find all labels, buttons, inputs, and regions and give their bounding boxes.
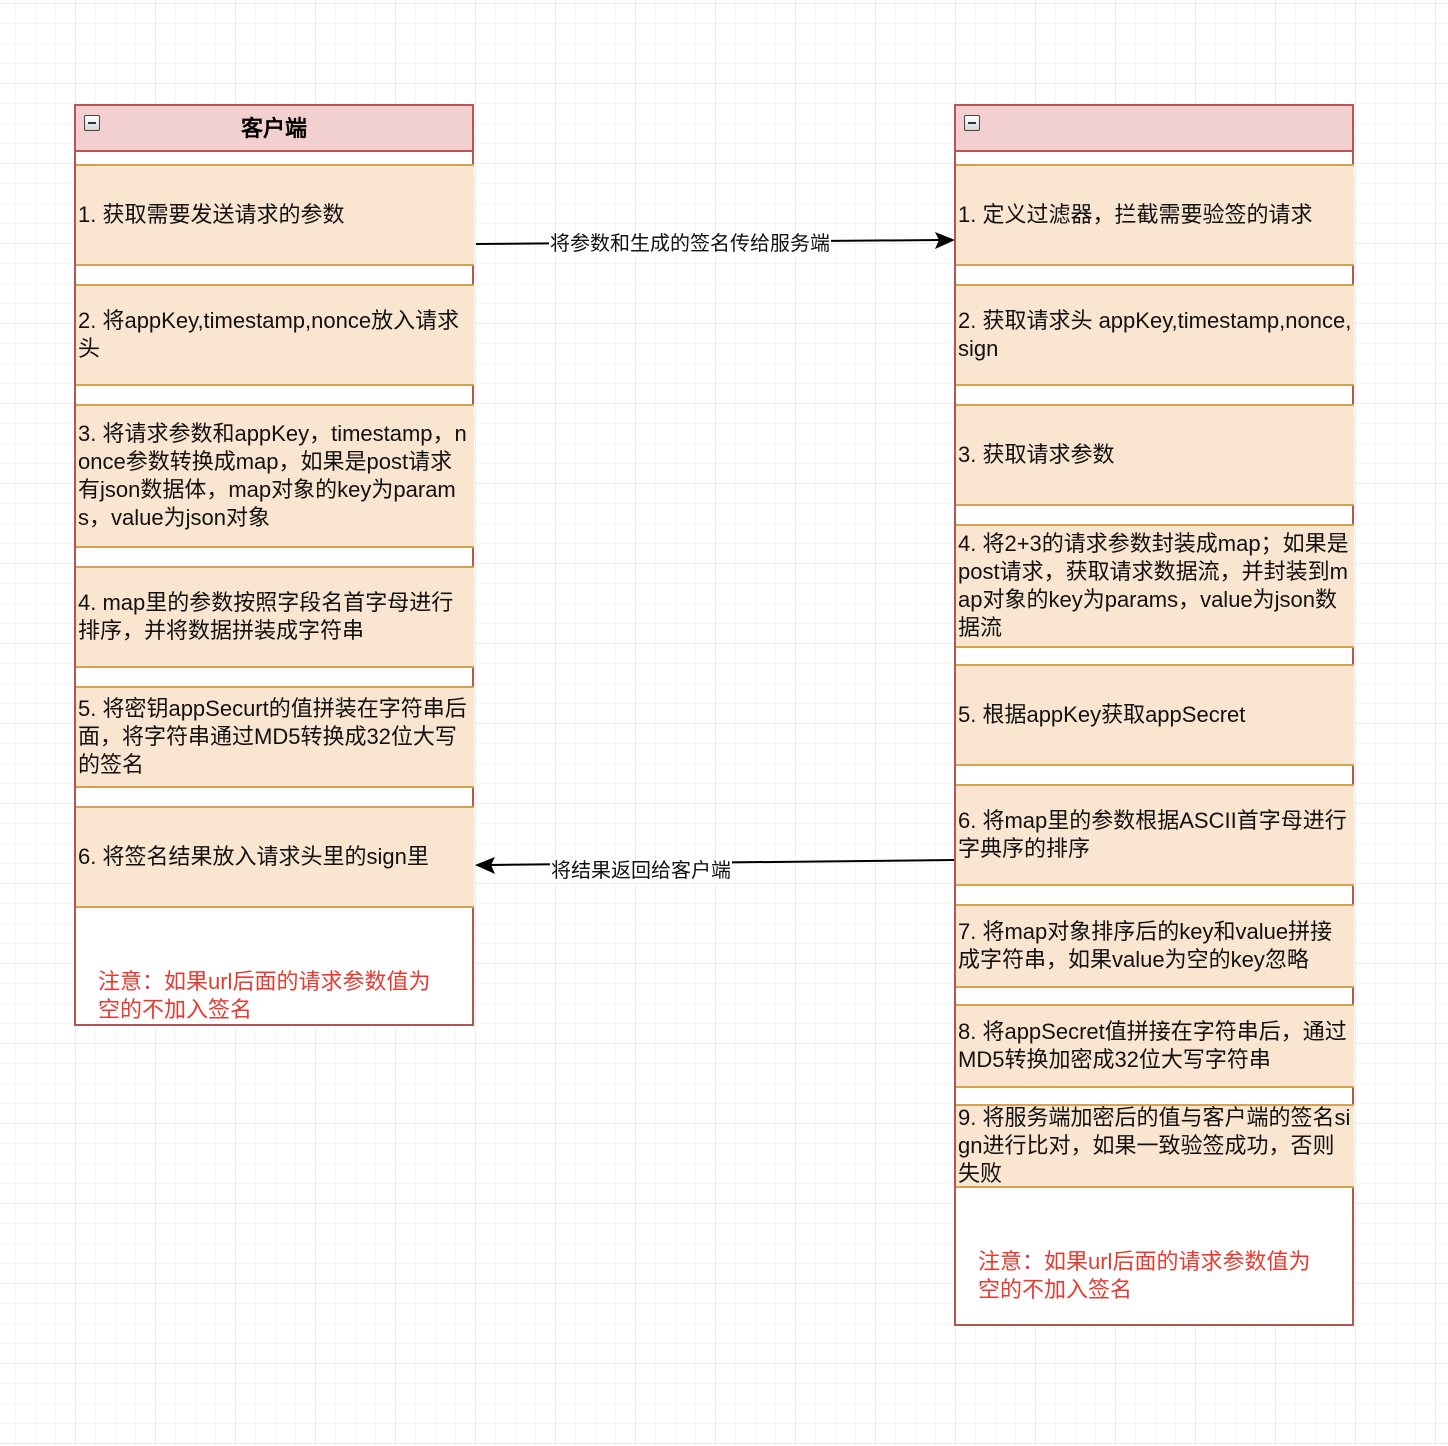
server-step-4-text: 4. 将2+3的请求参数封装成map；如果是post请求，获取请求数据流，并封装… [958, 531, 1349, 640]
server-step-9: 9. 将服务端加密后的值与客户端的签名sign进行比对，如果一致验签成功，否则失… [956, 1104, 1354, 1188]
client-step-1-text: 1. 获取需要发送请求的参数 [78, 202, 345, 227]
server-step-8-text: 8. 将appSecret值拼接在字符串后，通过MD5转换加密成32位大写字符串 [958, 1019, 1347, 1072]
server-step-7: 7. 将map对象排序后的key和value拼接成字符串，如果value为空的k… [956, 904, 1354, 988]
server-note: 注意：如果url后面的请求参数值为空的不加入签名 [978, 1249, 1311, 1302]
server-step-6: 6. 将map里的参数根据ASCII首字母进行字典序的排序 [956, 784, 1354, 886]
server-step-1-text: 1. 定义过滤器，拦截需要验签的请求 [958, 202, 1313, 227]
server-step-3: 3. 获取请求参数 [956, 404, 1354, 506]
server-lane-header [956, 106, 1352, 152]
client-step-6-text: 6. 将签名结果放入请求头里的sign里 [78, 844, 429, 869]
server-step-6-text: 6. 将map里的参数根据ASCII首字母进行字典序的排序 [958, 808, 1347, 861]
client-step-2-text: 2. 将appKey,timestamp,nonce放入请求头 [78, 308, 460, 361]
client-lane-header: 客户端 [76, 106, 472, 152]
request-arrow-label: 将参数和生成的签名传给服务端 [549, 232, 831, 256]
server-step-3-text: 3. 获取请求参数 [958, 442, 1115, 467]
client-step-3-text: 3. 将请求参数和appKey，timestamp，nonce参数转换成map，… [78, 421, 467, 530]
server-step-7-text: 7. 将map对象排序后的key和value拼接成字符串，如果value为空的k… [958, 919, 1333, 972]
client-step-5-text: 5. 将密钥appSecurt的值拼装在字符串后面，将字符串通过MD5转换成32… [78, 696, 467, 777]
client-step-3: 3. 将请求参数和appKey，timestamp，nonce参数转换成map，… [76, 404, 474, 548]
client-step-6: 6. 将签名结果放入请求头里的sign里 [76, 806, 474, 908]
client-note: 注意：如果url后面的请求参数值为空的不加入签名 [98, 969, 431, 1022]
server-step-5-text: 5. 根据appKey获取appSecret [958, 702, 1246, 727]
client-step-4: 4. map里的参数按照字段名首字母进行排序，并将数据拼装成字符串 [76, 566, 474, 668]
server-step-5: 5. 根据appKey获取appSecret [956, 664, 1354, 766]
server-step-2: 2. 获取请求头 appKey,timestamp,nonce,sign [956, 284, 1354, 386]
client-step-2: 2. 将appKey,timestamp,nonce放入请求头 [76, 284, 474, 386]
client-lane-title: 客户端 [240, 116, 307, 141]
collapse-icon[interactable] [84, 115, 100, 131]
client-step-1: 1. 获取需要发送请求的参数 [76, 164, 474, 266]
server-step-8: 8. 将appSecret值拼接在字符串后，通过MD5转换加密成32位大写字符串 [956, 1004, 1354, 1088]
client-swimlane: 客户端 1. 获取需要发送请求的参数 2. 将appKey,timestamp,… [74, 104, 474, 1026]
server-step-4: 4. 将2+3的请求参数封装成map；如果是post请求，获取请求数据流，并封装… [956, 524, 1354, 648]
client-step-4-text: 4. map里的参数按照字段名首字母进行排序，并将数据拼装成字符串 [78, 590, 454, 643]
response-arrow-label: 将结果返回给客户端 [550, 859, 732, 883]
server-step-1: 1. 定义过滤器，拦截需要验签的请求 [956, 164, 1354, 266]
server-swimlane: 1. 定义过滤器，拦截需要验签的请求 2. 获取请求头 appKey,times… [954, 104, 1354, 1326]
client-step-5: 5. 将密钥appSecurt的值拼装在字符串后面，将字符串通过MD5转换成32… [76, 686, 474, 788]
collapse-icon[interactable] [964, 115, 980, 131]
server-step-9-text: 9. 将服务端加密后的值与客户端的签名sign进行比对，如果一致验签成功，否则失… [958, 1105, 1351, 1186]
server-step-2-text: 2. 获取请求头 appKey,timestamp,nonce,sign [958, 308, 1352, 361]
